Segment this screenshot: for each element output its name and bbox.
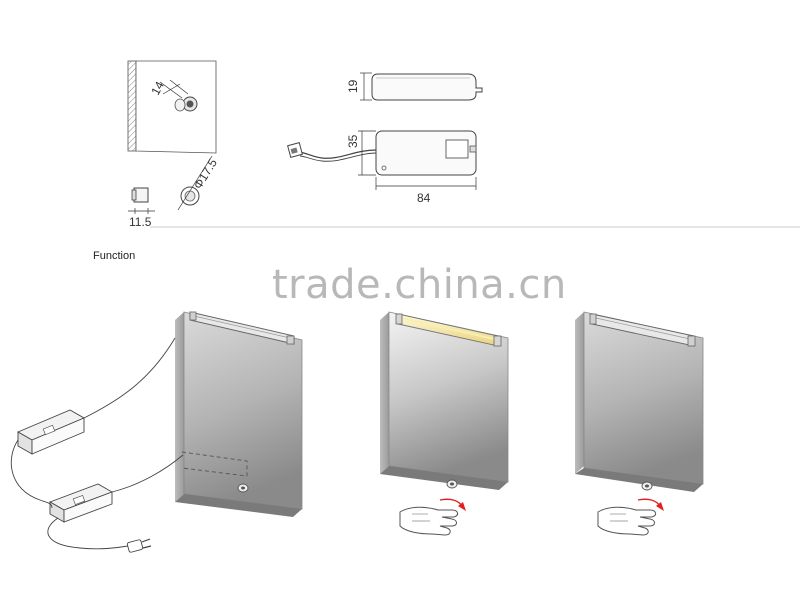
motion-arrow-icon-2 [637, 498, 664, 511]
door-light-on [380, 311, 509, 536]
sensor-front-view: Φ17.5 [177, 155, 220, 211]
hand-gesture-icon [399, 506, 459, 536]
wall-section [127, 60, 137, 152]
led-bar-off [189, 311, 295, 345]
sensor-wall-view: 14 [127, 60, 217, 154]
dim-sensor-diameter: Φ17.5 [191, 156, 220, 192]
watermark: trade.china.cn [272, 262, 567, 308]
driver-box [16, 409, 86, 455]
dim-driver-width: 35 [346, 134, 360, 148]
driver-side-view: 19 [346, 72, 483, 101]
sensor-control-box [48, 483, 114, 523]
sensor-lens [186, 100, 194, 108]
motion-arrow-icon [439, 498, 466, 511]
led-bar-on [395, 313, 502, 347]
sensor-side-view: 11.5 [128, 187, 155, 229]
install-door [175, 311, 303, 517]
dim-sensor-height: 14 [148, 79, 167, 98]
dim-driver-height: 19 [346, 79, 360, 93]
dim-sensor-depth: 11.5 [129, 215, 152, 229]
hand-gesture-icon-2 [597, 506, 657, 536]
led-bar-off-2 [589, 313, 696, 347]
driver-top-view: 35 84 [287, 130, 477, 205]
door-light-off [575, 311, 704, 536]
sensor-housing [174, 98, 186, 112]
wiring-diagram [10, 337, 184, 553]
dim-driver-length: 84 [417, 191, 431, 205]
hidden-driver-outline [181, 451, 248, 477]
power-plug [126, 538, 152, 553]
section-title: Function [93, 250, 135, 262]
